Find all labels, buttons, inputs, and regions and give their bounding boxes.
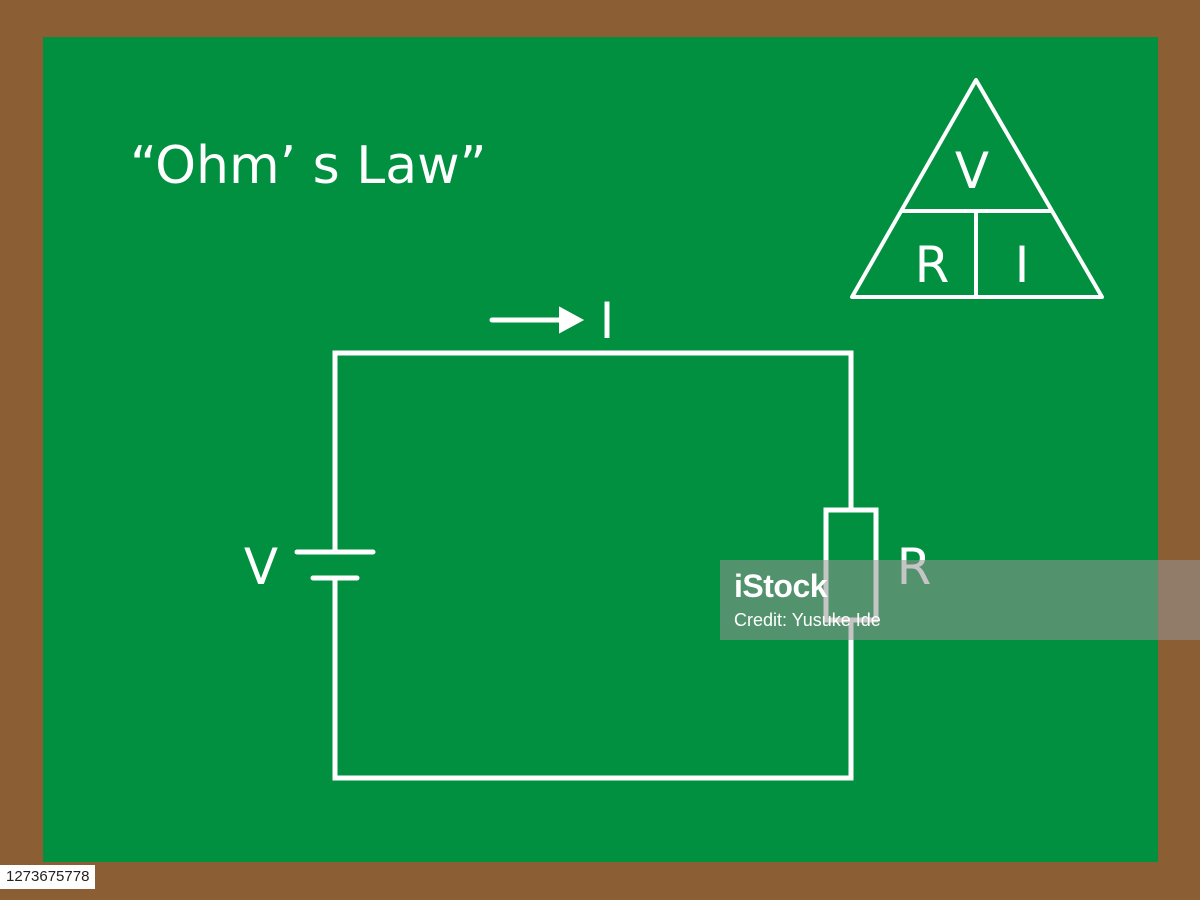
triangle-label-resistance: R	[915, 236, 950, 294]
ohms-law-triangle	[850, 78, 1104, 299]
wire-top-left	[332, 350, 854, 555]
istock-watermark: iStock Credit: Yusuke Ide	[720, 560, 1200, 640]
stock-image-id: 1273675778	[0, 865, 96, 889]
current-arrow	[489, 306, 585, 334]
diagram-title: “Ohm’ s Law”	[130, 136, 487, 196]
istock-logo: iStock	[734, 568, 828, 604]
circuit-wires	[332, 350, 854, 781]
triangle-label-current: I	[1015, 236, 1030, 294]
triangle-label-voltage: V	[955, 142, 989, 200]
battery-symbol	[294, 549, 376, 581]
arrow-head-icon	[559, 306, 585, 334]
current-label: I	[600, 292, 615, 350]
voltage-label: V	[244, 538, 278, 596]
green-board	[43, 37, 1158, 862]
wire-bottom	[332, 575, 854, 781]
photo-credit: Credit: Yusuke Ide	[734, 610, 881, 630]
